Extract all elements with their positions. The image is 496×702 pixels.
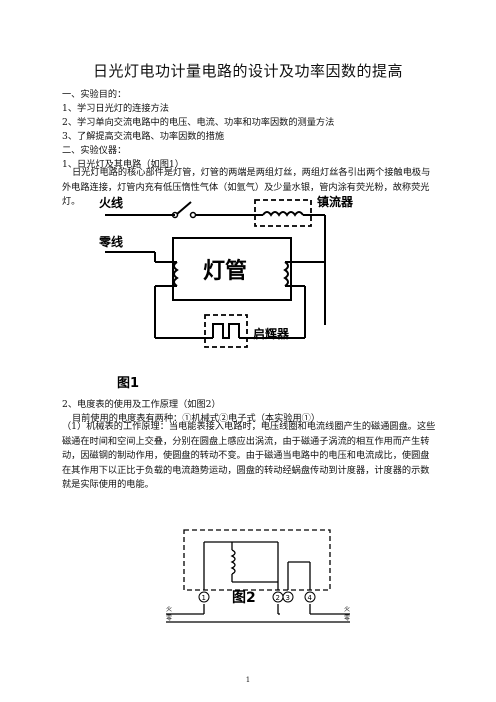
goal-item: 3、了解提高交流电路、功率因数的措施 <box>62 131 225 142</box>
item-heading-lamp: 1、日光灯及其电路（如图1） <box>62 159 184 170</box>
neutral-wire-label: 零线 <box>98 234 123 249</box>
paragraph-meter: （1）机械表的工作原理：当电能表接入电路时，电压线圈和电流线圈产生的磁通圆盘。这… <box>62 421 436 490</box>
goal-item: 1、学习日光灯的连接方法 <box>62 103 169 114</box>
tube-label: 灯管 <box>203 258 247 284</box>
neutral-left-label: 零 <box>166 615 172 622</box>
ballast-label: 镇流器 <box>317 194 354 209</box>
live-left-label: 火 <box>166 606 172 613</box>
terminal-label: 3 <box>286 594 290 602</box>
neutral-right-label: 零 <box>344 615 350 622</box>
starter-label: 启辉器 <box>253 326 290 341</box>
item-heading-meter: 2、电度表的使用及工作原理（如图2） <box>62 399 221 410</box>
terminal-label: 2 <box>276 594 280 602</box>
live-right-label: 火 <box>344 606 350 613</box>
page-title: 日光灯电功计量电路的设计及功率因数的提高 <box>92 62 403 80</box>
goal-item: 2、学习单向交流电路中的电压、电流、功率和功率因数的测量方法 <box>62 117 335 128</box>
section-heading-instruments: 二、实验仪器： <box>62 145 127 156</box>
meter-types-line: 目前使用的电度表有两种：①机械式②电子式（本实验用①） <box>72 413 321 424</box>
figure-2-meter: 1 2 3 4 图2 火 零 火 零 <box>166 529 350 623</box>
terminal-label: 4 <box>308 594 313 602</box>
figure-1-caption: 图1 <box>117 376 139 390</box>
section-heading-goals: 一、实验目的： <box>62 89 127 100</box>
page-number: 1 <box>245 676 251 684</box>
figure-2-caption: 图2 <box>232 590 256 606</box>
paragraph-lamp: 日光灯电路的核心部件是灯管，灯管的两端是两组灯丝，两组灯丝各引出两个接触电极与外… <box>62 167 431 207</box>
terminal-label: 1 <box>202 594 206 602</box>
live-wire-label: 火线 <box>99 195 123 210</box>
figure-1-circuit: 火线 零线 镇流器 灯管 启辉器 图1 <box>98 194 354 390</box>
